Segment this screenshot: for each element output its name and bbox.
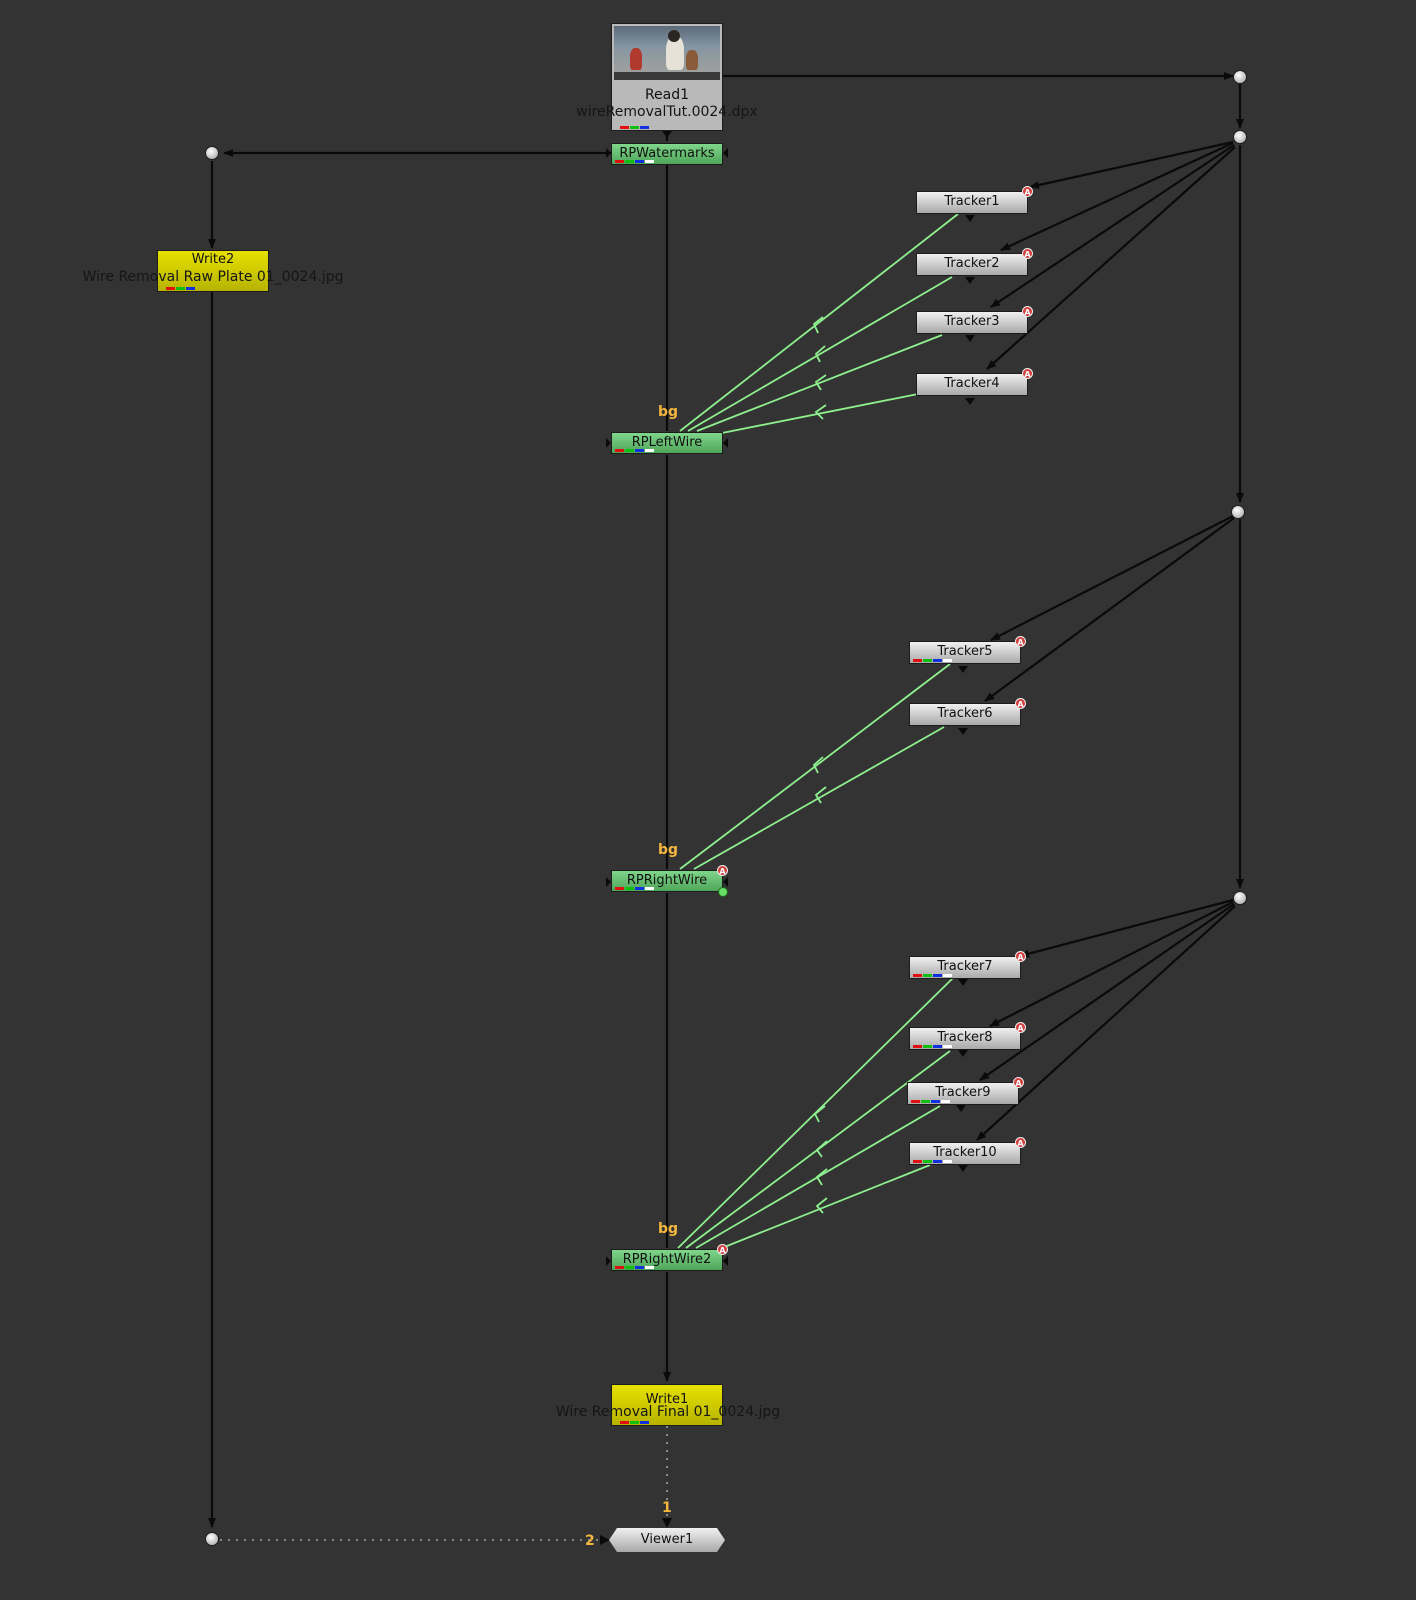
rpwatermarks-label: RPWatermarks [619,146,715,161]
tracker1-label: Tracker1 [944,194,1000,209]
tracker10-channels [913,1160,953,1163]
rprightwire2-bg-input: bg [658,1221,679,1237]
tracker5-node[interactable]: Tracker5 A [909,636,1026,664]
tracker7-label: Tracker7 [937,959,993,974]
write2-channels [161,287,201,290]
rpleftwire-label: RPLeftWire [631,435,703,450]
tracker8-animated-badge: A [1015,1022,1026,1033]
tracker2-label: Tracker2 [944,256,1000,271]
tracker3-label: Tracker3 [944,314,1000,329]
tracker7-channels [913,974,953,977]
dot-tracker-group3[interactable] [1233,891,1247,905]
tracker6-label: Tracker6 [937,706,993,721]
write1-node[interactable]: Write1 [611,1384,723,1426]
tracker5-animated-badge: A [1015,636,1026,647]
tracker7-node[interactable]: Tracker7 A [909,951,1026,979]
viewer1-label: Viewer1 [640,1532,694,1547]
write1-file: Wire Removal Final 01_0024.jpg [555,1404,781,1420]
tracker4-node[interactable]: Tracker4 A [916,368,1033,396]
dot-left[interactable] [205,146,219,160]
rpleftwire-bg-input: bg [658,404,679,420]
rpleftwire-node[interactable]: RPLeftWire [611,432,723,454]
tracker1-node[interactable]: Tracker1 A [916,186,1033,214]
tracker10-node[interactable]: Tracker10 A [909,1137,1026,1165]
read1-file: wireRemovalTut.0024.dpx [576,104,758,120]
read1-label: Read1 [644,87,690,103]
rprightwire2-node[interactable]: RPRightWire2 A [611,1244,728,1271]
viewer1-input2-label: 2 [585,1533,595,1549]
write1-channels [615,1421,655,1424]
read1-channels [615,126,655,129]
write1-label: Write1 [645,1392,689,1407]
write2-label: Write2 [191,252,235,267]
rprightwire2-channels [615,1266,655,1269]
read1-thumbnail [614,26,720,80]
tracker9-channels [911,1100,951,1103]
tracker2-node[interactable]: Tracker2 A [916,248,1033,276]
dot-bottom-left[interactable] [205,1532,219,1546]
tracker6-node[interactable]: Tracker6 A [909,698,1026,726]
tracker4-animated-badge: A [1022,368,1033,379]
dot-top-right[interactable] [1233,70,1247,84]
tracker10-label: Tracker10 [933,1145,997,1160]
rprightwire-node[interactable]: RPRightWire A [611,865,728,897]
write2-file: Wire Removal Raw Plate 01_0024.jpg [82,269,344,285]
rpleftwire-channels [615,449,655,452]
tracker6-animated-badge: A [1015,698,1026,709]
tracker4-label: Tracker4 [944,376,1000,391]
tracker5-channels [913,659,953,662]
tracker2-animated-badge: A [1022,248,1033,259]
tracker10-animated-badge: A [1015,1137,1026,1148]
rprightwire2-animated-badge: A [717,1244,728,1255]
write2-node[interactable]: Write2 [157,250,269,292]
tracker3-animated-badge: A [1022,306,1033,317]
rpwatermarks-channels [615,160,655,163]
read1-node[interactable]: Read1 [611,23,723,131]
rprightwire-channels [615,887,655,890]
dot-tracker-group1[interactable] [1233,130,1247,144]
rpwatermarks-node[interactable]: RPWatermarks [611,143,723,165]
tracker5-label: Tracker5 [937,644,993,659]
tracker9-animated-badge: A [1013,1077,1024,1088]
tracker8-node[interactable]: Tracker8 A [909,1022,1026,1050]
tracker1-animated-badge: A [1022,186,1033,197]
tracker8-label: Tracker8 [937,1030,993,1045]
tracker7-animated-badge: A [1015,951,1026,962]
rprightwire-label: RPRightWire [626,873,708,888]
viewer1-input1-label: 1 [662,1500,672,1516]
rprightwire2-label: RPRightWire2 [622,1252,712,1267]
dot-tracker-group2[interactable] [1231,505,1245,519]
tracker8-channels [913,1045,953,1048]
viewer1-node[interactable]: Viewer1 [609,1528,725,1552]
tracker3-node[interactable]: Tracker3 A [916,306,1033,334]
rprightwire-bg-input: bg [658,842,679,858]
tracker9-node[interactable]: Tracker9 A [907,1077,1024,1105]
rprightwire-mask-handle[interactable] [718,887,728,897]
rprightwire-animated-badge: A [717,865,728,876]
tracker9-label: Tracker9 [935,1085,991,1100]
